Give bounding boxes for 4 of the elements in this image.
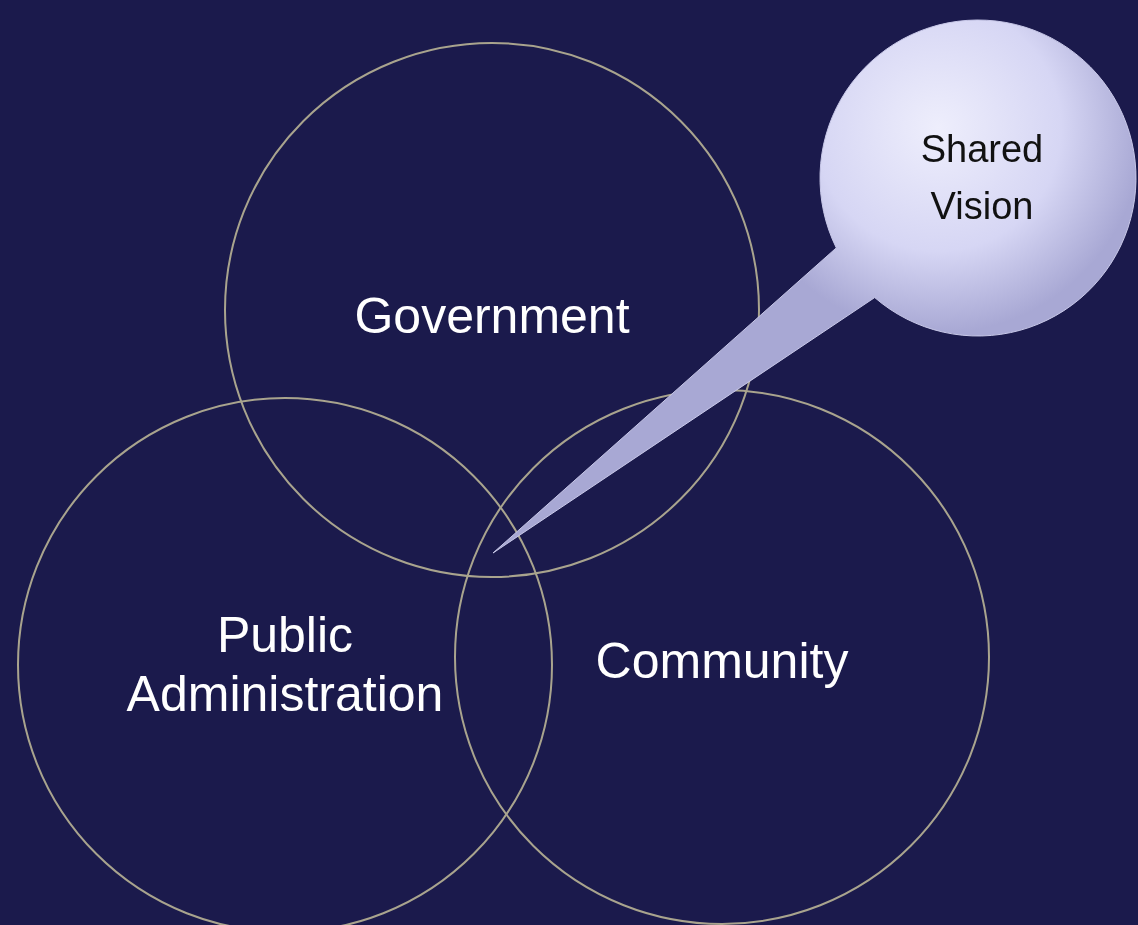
node-label: Community — [594, 631, 850, 691]
node-label: Public Administration — [125, 606, 445, 724]
node-label: Shared Vision — [919, 127, 1045, 229]
node-label: Government — [353, 286, 631, 346]
